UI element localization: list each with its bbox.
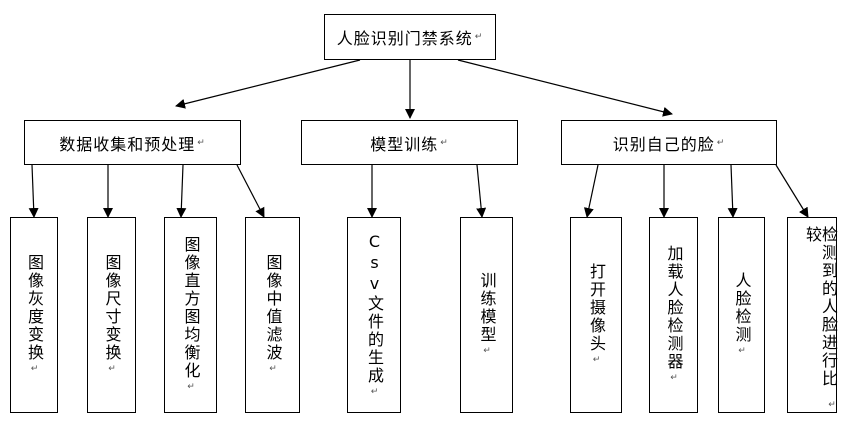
paragraph-mark: ↵: [716, 137, 726, 148]
paragraph-mark: ↵: [29, 364, 40, 376]
paragraph-mark: ↵: [591, 355, 602, 367]
leaf-node-grayscale: 图像灰度变换 ↵: [10, 217, 58, 413]
root-label: 人脸识别门禁系统: [336, 29, 473, 48]
leaf-node-load-detector: 加载人脸检测器 ↵: [649, 217, 698, 413]
leaf-label: 图像直方图均衡化: [181, 236, 201, 380]
leaf-label: 人脸检测: [732, 272, 752, 344]
paragraph-mark: ↵: [474, 32, 484, 42]
arrow-branch3-leaf4: [775, 164, 809, 218]
leaf-label: 图像尺寸变换: [102, 254, 122, 362]
leaf-label: 检测到的人脸进行比较: [803, 226, 838, 388]
paragraph-mark: ↵: [197, 137, 206, 148]
leaf-node-median-filter: 图像中值滤波 ↵: [245, 217, 300, 413]
branch-node-data-preprocessing: 数据收集和预处理↵: [24, 120, 241, 165]
paragraph-mark: ↵: [369, 386, 380, 399]
paragraph-mark: ↵: [737, 346, 747, 358]
branch-label: 识别自己的脸: [612, 134, 715, 154]
paragraph-mark: ↵: [482, 346, 492, 358]
leaf-label: 打开摄像头: [587, 263, 606, 353]
branch-node-face-recognition: 识别自己的脸↵: [561, 120, 777, 165]
leaf-node-train-model: 训练模型 ↵: [460, 217, 513, 413]
arrow-branch1-leaf3: [176, 164, 187, 218]
paragraph-mark: ↵: [669, 373, 679, 385]
leaf-label: 加载人脸检测器: [664, 245, 684, 371]
root-node: 人脸识别门禁系统↵: [324, 14, 496, 60]
arrow-branch1-leaf1: [28, 164, 39, 218]
arrow-branch3-leaf3: [727, 164, 738, 218]
arrow-branch1-leaf4: [236, 164, 265, 218]
leaf-label: Csv文件的生成: [365, 231, 384, 385]
leaf-node-face-comparison: 检测到的人脸进行比较 ↵: [787, 217, 838, 413]
leaf-label: 训练模型: [477, 272, 497, 344]
leaf-label: 图像中值滤波: [263, 254, 283, 362]
paragraph-mark: ↵: [268, 364, 278, 376]
arrow-root-to-branch-3: [457, 59, 673, 117]
arrow-root-to-branch-1: [175, 59, 361, 109]
leaf-node-histogram-equalization: 图像直方图均衡化 ↵: [164, 217, 217, 413]
paragraph-mark: ↵: [827, 400, 837, 412]
branch-node-model-training: 模型训练↵: [301, 120, 518, 165]
leaf-node-resize: 图像尺寸变换 ↵: [87, 217, 136, 413]
paragraph-mark: ↵: [107, 364, 117, 376]
branch-label: 数据收集和预处理: [59, 134, 196, 154]
arrow-branch3-leaf1: [583, 164, 599, 218]
leaf-node-open-camera: 打开摄像头 ↵: [570, 217, 622, 413]
leaf-node-face-detection: 人脸检测 ↵: [718, 217, 765, 413]
leaf-label: 图像灰度变换: [25, 254, 44, 362]
paragraph-mark: ↵: [440, 137, 449, 148]
leaf-node-csv-generation: Csv文件的生成↵: [347, 217, 401, 413]
branch-label: 模型训练: [370, 134, 439, 154]
arrow-branch2-leaf2: [476, 164, 487, 218]
paragraph-mark: ↵: [186, 382, 196, 394]
